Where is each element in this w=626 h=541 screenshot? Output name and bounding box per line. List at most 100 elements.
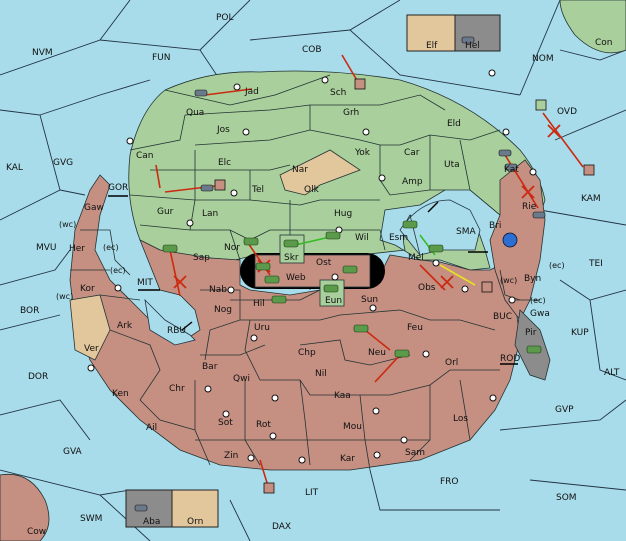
label-sch: Sch	[330, 88, 346, 98]
label-lit: LIT	[305, 488, 319, 498]
region-ver[interactable]	[69, 294, 111, 361]
label-jad: Jad	[244, 87, 259, 97]
label-nar: Nar	[292, 165, 308, 175]
label-ken: Ken	[112, 389, 129, 399]
label-buc: BUC	[493, 312, 512, 322]
label-can: Can	[136, 151, 154, 161]
label-wil: Wil	[355, 233, 369, 243]
label-sam: Sam	[405, 448, 425, 458]
label-byn: Byn	[524, 274, 541, 284]
label-kam: KAM	[581, 194, 601, 204]
label-ver: Ver	[84, 344, 99, 354]
label-uru: Uru	[254, 323, 270, 333]
sea-rbu-lagoon	[144, 298, 196, 346]
label-jos: Jos	[216, 125, 230, 135]
legend-hel-box	[454, 14, 501, 52]
coast-labels: (wc) (ec) (ec) (wc) (wc) (ec) (ec)	[56, 220, 565, 305]
label-dax: DAX	[272, 522, 291, 532]
label-ost: Ost	[316, 258, 332, 268]
label-neu: Neu	[368, 348, 386, 358]
label-gva: GVA	[63, 447, 83, 457]
label-qwi: Qwi	[233, 374, 250, 384]
label-som: SOM	[556, 493, 577, 503]
label-bri: Bri	[489, 221, 501, 231]
label-nor: Nor	[224, 243, 240, 253]
legend-hel-label: Hel	[465, 41, 480, 51]
label-kaa: Kaa	[334, 391, 351, 401]
supply-centers	[87, 69, 537, 525]
label-rot: Rot	[256, 420, 271, 430]
label-tei: TEI	[588, 259, 603, 269]
label-dor: DOR	[28, 372, 48, 382]
label-nab: Nab	[209, 285, 227, 295]
label-ail: Ail	[146, 423, 157, 433]
label-los: Los	[453, 414, 468, 424]
extra-labels: Ver Pir Cow Elf Hel Aba Orn	[27, 41, 537, 537]
label-alt: ALT	[604, 368, 620, 378]
coast-4: (wc)	[56, 292, 73, 301]
label-nom: NOM	[532, 54, 554, 64]
label-her: Her	[69, 244, 85, 254]
legend-aba-box	[125, 489, 173, 528]
label-sap: Sap	[193, 253, 210, 263]
label-hug: Hug	[334, 209, 352, 219]
label-rbu: RBU	[167, 326, 186, 336]
label-mou: Mou	[343, 422, 362, 432]
label-bor: BOR	[20, 306, 39, 316]
region-con[interactable]	[559, 0, 626, 54]
label-kat: Kat	[504, 165, 519, 175]
coast-5: (wc)	[500, 276, 517, 285]
label-kal: KAL	[6, 163, 23, 173]
label-gvg: GVG	[53, 158, 73, 168]
units	[134, 36, 595, 512]
legend-orn-box	[171, 489, 219, 528]
label-nvm: NVM	[32, 48, 53, 58]
label-fro: FRO	[440, 477, 459, 487]
coast-1: (wc)	[59, 220, 76, 229]
label-zin: Zin	[224, 451, 238, 461]
label-gvp: GVP	[555, 405, 574, 415]
red-labels: Gaw Her Kor Ark Nab Hil Nog Sun Uru Feu …	[69, 202, 550, 464]
sea-labels: POL NVM FUN COB NOM Con KAL GVG GOR MVU …	[6, 13, 620, 532]
label-web: Web	[286, 273, 306, 283]
region-rie[interactable]	[489, 159, 546, 321]
legend-orn-label: Orn	[187, 517, 203, 527]
label-mit: MIT	[137, 278, 153, 288]
label-tel: Tel	[251, 185, 264, 195]
region-borders	[70, 74, 540, 471]
coast-3: (ec)	[110, 266, 126, 275]
label-car: Car	[404, 148, 420, 158]
label-gwa: Gwa	[530, 309, 550, 319]
label-pir: Pir	[525, 328, 537, 338]
label-yok: Yok	[354, 148, 371, 158]
region-eun[interactable]	[319, 279, 345, 307]
green-labels: Jad Qua Sch Jos Grh Eld Can Elc Yok Car …	[136, 87, 519, 306]
label-rod: ROD	[500, 354, 520, 364]
label-skr: Skr	[284, 253, 299, 263]
label-amp: Amp	[402, 177, 423, 187]
label-fun: FUN	[152, 53, 171, 63]
label-kar: Kar	[340, 454, 355, 464]
label-elc: Elc	[218, 158, 231, 168]
coast-2: (ec)	[103, 243, 119, 252]
label-eun: Eun	[325, 296, 342, 306]
region-pir[interactable]	[514, 309, 551, 381]
order-arrows-red	[155, 54, 584, 487]
legend-elf-label: Elf	[426, 41, 438, 51]
region-skr[interactable]	[279, 234, 305, 264]
label-nog: Nog	[214, 305, 232, 315]
label-eld: Eld	[447, 119, 461, 129]
label-bar: Bar	[202, 362, 218, 372]
label-rie: Rie	[522, 202, 537, 212]
coast-7: (ec)	[530, 296, 546, 305]
region-cow[interactable]	[0, 473, 50, 541]
label-gur: Gur	[157, 207, 174, 217]
label-sot: Sot	[218, 418, 233, 428]
label-swm: SWM	[80, 514, 102, 524]
passage-arrows	[108, 195, 518, 365]
label-gor: GOR	[108, 183, 128, 193]
region-nar[interactable]	[279, 149, 361, 196]
